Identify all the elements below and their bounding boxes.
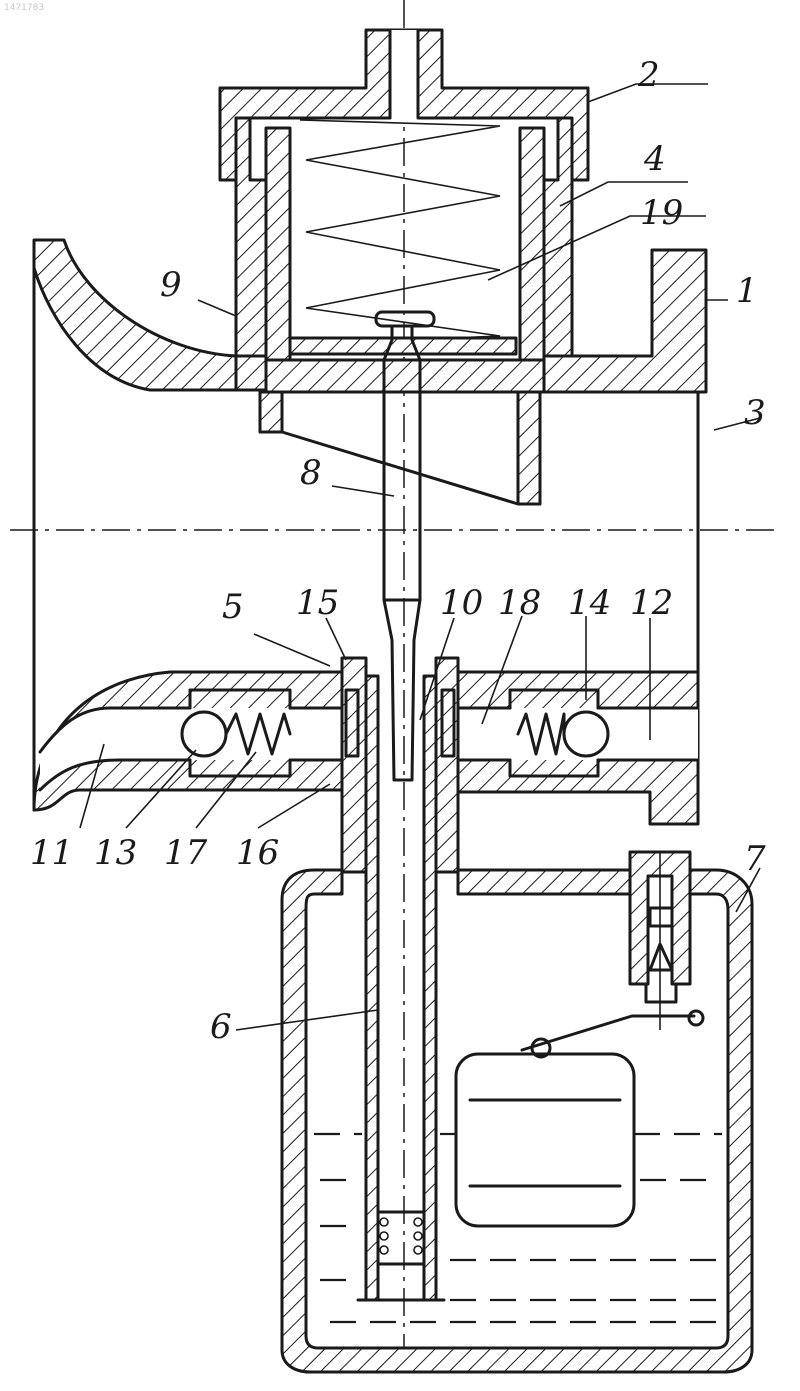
label-3: 3	[744, 393, 766, 433]
label-14: 14	[568, 583, 611, 623]
needle-rod-8	[384, 326, 420, 780]
label-16: 16	[236, 833, 279, 873]
label-11: 11	[30, 833, 73, 873]
filter-element	[378, 1212, 424, 1264]
label-15: 15	[296, 583, 339, 623]
label-19: 19	[640, 193, 683, 233]
label-13: 13	[94, 833, 137, 873]
spring-seat-plate	[290, 338, 516, 354]
float	[456, 1011, 703, 1226]
tube-part-6	[342, 658, 458, 1300]
watermark-text: 1471783	[4, 3, 44, 13]
label-6: 6	[210, 1007, 232, 1047]
label-1: 1	[736, 271, 758, 311]
tank-inlet-valve	[630, 852, 690, 1030]
label-12: 12	[630, 583, 673, 623]
label-8: 8	[300, 453, 322, 493]
label-4: 4	[643, 139, 666, 179]
label-5: 5	[222, 587, 244, 627]
label-18: 18	[498, 583, 541, 623]
spring-19	[300, 120, 500, 344]
label-2: 2	[637, 55, 660, 95]
label-17: 17	[164, 833, 208, 873]
filter-mesh	[380, 1218, 422, 1254]
label-7: 7	[744, 839, 766, 879]
label-9: 9	[160, 265, 182, 305]
label-10: 10	[440, 583, 483, 623]
